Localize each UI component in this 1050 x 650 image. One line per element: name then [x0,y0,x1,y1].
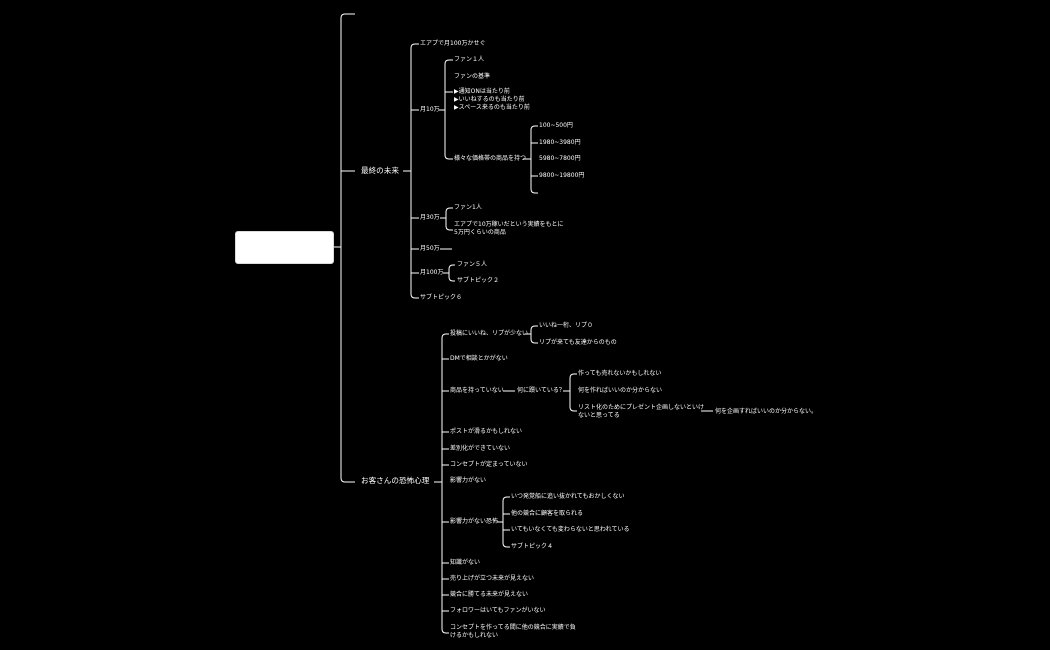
m30-fan1-node[interactable]: ファン1人 [454,204,482,211]
achievement-line[interactable]: エアプで10万稼いだという実績をもとに [454,221,564,228]
question-child-node[interactable]: 作っても売れないかもしれない [578,370,662,377]
price-node[interactable]: 100~500円 [539,122,573,129]
concept-line[interactable]: けるかもしれない [450,632,499,639]
connector [569,391,577,412]
question-child-node[interactable]: 何を作ればいいのか分からない [578,387,663,394]
connector [444,110,453,160]
connector [448,264,455,273]
price-node[interactable]: 9800~19800円 [539,172,585,179]
achievement-line[interactable]: 5万円くらいの商品 [454,229,506,236]
followers-no-fans-node[interactable]: フォロワーはいてもファンがいない [450,607,546,614]
influence-child-node[interactable]: いてもいなくても変わらないと思われている [511,526,630,533]
price-node[interactable]: 1980~3980円 [539,139,581,146]
connector [502,496,510,522]
subtopic2-node[interactable]: サブトピック２ [457,277,500,284]
notify-line[interactable]: ▶いいねするのも当たり前 [454,96,525,103]
dm-node[interactable]: DMで相談とかがない [450,355,508,362]
connector [530,334,538,344]
fear-branch-node[interactable]: お客さんの恐怖心理 [361,476,430,485]
no-influence-node[interactable]: 影響力がない [450,477,487,484]
m50-node[interactable]: 月50万 [420,245,440,252]
subtopic6-node[interactable]: サブトピック６ [420,294,463,301]
connector [530,125,538,159]
no-knowledge-node[interactable]: 知識がない [450,559,481,566]
connector [445,218,453,231]
question-node[interactable]: 何に躓いている？ [517,387,565,394]
no-product-node[interactable]: 商品を持っていない [450,387,504,394]
fan-standard-node[interactable]: ファンの基準 [454,73,491,80]
connector [530,325,538,334]
m10-node[interactable]: 月10万 [420,106,440,113]
list-child-node[interactable]: 何を企画すればいいのか分からない。 [715,408,818,415]
no-diff-node[interactable]: 差別化ができていない [450,445,511,452]
no-concept-node[interactable]: コンセプトが定まっていない [450,461,528,468]
influence-child-node[interactable]: 他の競合に顧客を取られる [511,510,584,517]
app100-node[interactable]: エアプで月100万かせぐ [420,40,486,47]
connector [569,373,577,391]
products-node[interactable]: 様々な価格帯の商品を持つ [454,155,527,162]
likes-child-node[interactable]: リプが来ても友達からのもの [539,339,617,346]
connector [502,522,510,548]
fan5-node[interactable]: ファン５人 [457,261,488,268]
future-branch-node[interactable]: 最終の未来 [361,166,399,175]
connector [410,171,419,299]
likes-child-node[interactable]: いいね一桁、リプ０ [539,322,594,329]
m100-node[interactable]: 月100万 [420,269,444,276]
list-line[interactable]: リスト化のためにプレゼント企画しないといけ [578,404,705,411]
list-line[interactable]: ないと思ってる [578,412,620,419]
no-sales-future-node[interactable]: 売り上げが立つ未来が見えない [450,575,535,582]
price-node[interactable]: 5980~7800円 [539,155,581,162]
notify-line[interactable]: ▶スペース来るのも当たり前 [454,104,530,111]
connector [410,43,419,171]
connector [441,333,449,482]
influence-child-node[interactable]: いつ発覚船に追い抜かれてもおかしくない [511,493,625,500]
connector [340,247,355,483]
connector [445,207,453,218]
connector [340,13,355,247]
root-node[interactable] [235,231,334,264]
connector [441,482,449,634]
connector [448,273,455,282]
concept-line[interactable]: コンセプトを作ってる間に他の競合に実績で負 [450,624,576,631]
influence-fear-node[interactable]: 影響力がない恐怖 [450,518,499,525]
influence-child-node[interactable]: サブトピック４ [511,543,554,550]
post-no-likes-node[interactable]: 投稿にいいね、リプが少ない [450,330,529,337]
connector [530,159,538,194]
notify-line[interactable]: ▶通知ONは当たり前 [454,88,510,95]
fan1-node[interactable]: ファン１人 [454,56,485,63]
post-slip-node[interactable]: ポストが滑るかもしれない [450,428,523,435]
m30-node[interactable]: 月30万 [420,214,440,221]
no-win-future-node[interactable]: 競合に勝てる未来が見えない [450,591,529,598]
connector [444,59,453,110]
